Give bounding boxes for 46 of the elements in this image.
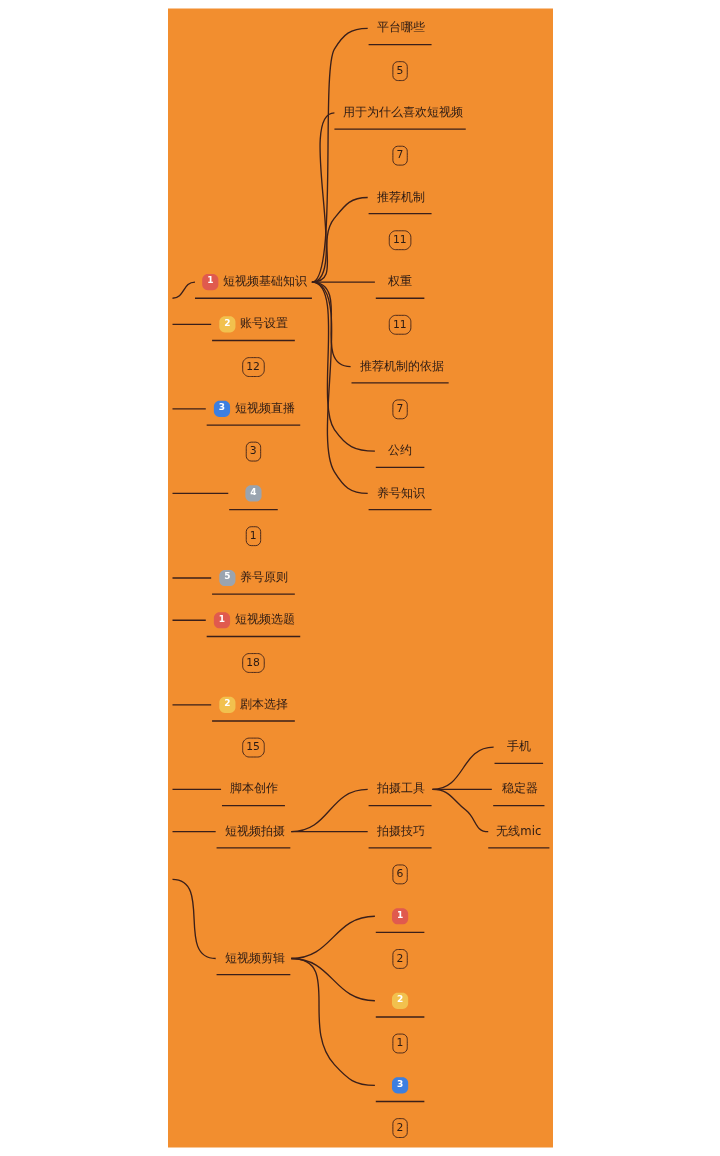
connector	[310, 281, 351, 368]
connector	[171, 492, 229, 495]
node-label: 15	[245, 740, 260, 754]
node-text: 无线mic	[495, 823, 541, 838]
node-text: 权重	[387, 274, 412, 289]
node-text: 手机	[506, 739, 531, 754]
node-label: 1	[249, 528, 257, 542]
connector	[171, 577, 212, 579]
node-label: 6	[395, 867, 403, 881]
connector	[171, 408, 206, 410]
node-text: 脚本创作	[229, 781, 278, 796]
node-label: 7	[395, 148, 403, 162]
connector	[431, 788, 489, 833]
node-text: 短视频拍摄	[224, 823, 285, 838]
connector	[171, 878, 216, 960]
node-label: 5	[395, 63, 403, 77]
node-label: 18	[245, 655, 260, 669]
node-text: 稳定器	[501, 781, 538, 796]
connector	[310, 281, 376, 452]
connector	[171, 619, 206, 621]
node-text: 短视频剪辑	[224, 950, 285, 965]
node-text: 推荐机制	[376, 189, 425, 204]
connector	[310, 281, 368, 495]
node-text: 拍摄工具	[376, 781, 425, 796]
connector	[171, 704, 212, 706]
connector	[290, 788, 368, 833]
node-label: 11	[392, 317, 407, 331]
node-label: 3	[249, 444, 257, 458]
node-text: 拍摄技巧	[376, 823, 425, 838]
node-text: 用于为什么喜欢短视频	[342, 105, 463, 119]
connector	[290, 957, 376, 1086]
connector	[171, 788, 222, 791]
node-label: 2	[395, 951, 403, 965]
node-text: 推荐机制的依据	[359, 358, 444, 373]
node-text: 养号知识	[376, 485, 425, 500]
connector	[171, 281, 196, 299]
connector	[290, 831, 368, 833]
connector	[171, 831, 216, 833]
node-label: 7	[395, 402, 403, 416]
node-label: 1	[395, 1036, 403, 1050]
node-label: 11	[392, 233, 407, 247]
node-text: 公约	[387, 443, 412, 458]
node-label: 12	[245, 359, 260, 373]
node-label: 2	[395, 1120, 403, 1134]
node-text: 平台哪些	[376, 20, 425, 35]
connector	[171, 323, 212, 325]
